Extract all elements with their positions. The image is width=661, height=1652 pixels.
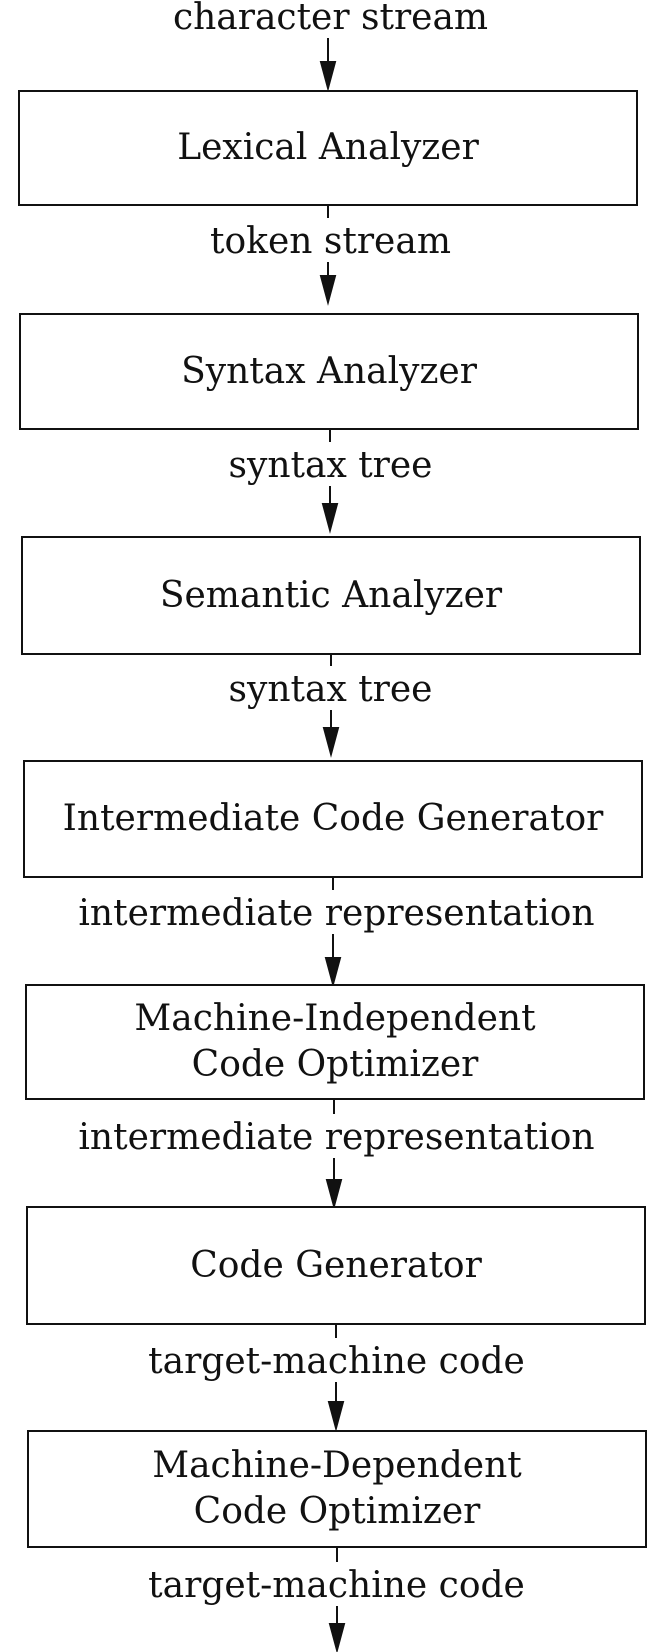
phase-label-line1: Machine-Independent [134, 998, 536, 1039]
phase-lexical-analyzer: Lexical Analyzer [18, 90, 638, 206]
edge-label-intermediate-representation-1: intermediate representation [78, 893, 595, 934]
phase-machine-independent-code-optimizer: Machine-Independent Code Optimizer [25, 984, 645, 1100]
phase-label: Code Generator [190, 1244, 482, 1286]
edge-label-syntax-tree-2: syntax tree [228, 669, 433, 710]
phase-label-line2: Code Optimizer [193, 1491, 481, 1532]
edge-label-intermediate-representation-2: intermediate representation [78, 1117, 595, 1158]
phase-label: Intermediate Code Generator [62, 798, 604, 839]
phase-code-generator: Code Generator [26, 1206, 646, 1325]
edge-label-character-stream: character stream [172, 0, 489, 38]
phase-syntax-analyzer: Syntax Analyzer [19, 313, 639, 430]
edge-label-target-machine-code-1: target-machine code [148, 1341, 525, 1382]
phase-label-line2: Code Optimizer [191, 1044, 479, 1085]
phase-semantic-analyzer: Semantic Analyzer [21, 536, 641, 655]
phase-label: Syntax Analyzer [181, 350, 477, 392]
edge-label-target-machine-code-2: target-machine code [148, 1565, 525, 1606]
phase-label-line1: Machine-Dependent [152, 1445, 522, 1486]
phase-label: Lexical Analyzer [177, 127, 479, 168]
edge-label-token-stream: token stream [210, 221, 451, 262]
phase-machine-dependent-code-optimizer: Machine-Dependent Code Optimizer [27, 1430, 647, 1548]
phase-label: Semantic Analyzer [159, 574, 503, 616]
phase-intermediate-code-generator: Intermediate Code Generator [23, 760, 643, 878]
edge-label-syntax-tree-1: syntax tree [228, 445, 433, 486]
